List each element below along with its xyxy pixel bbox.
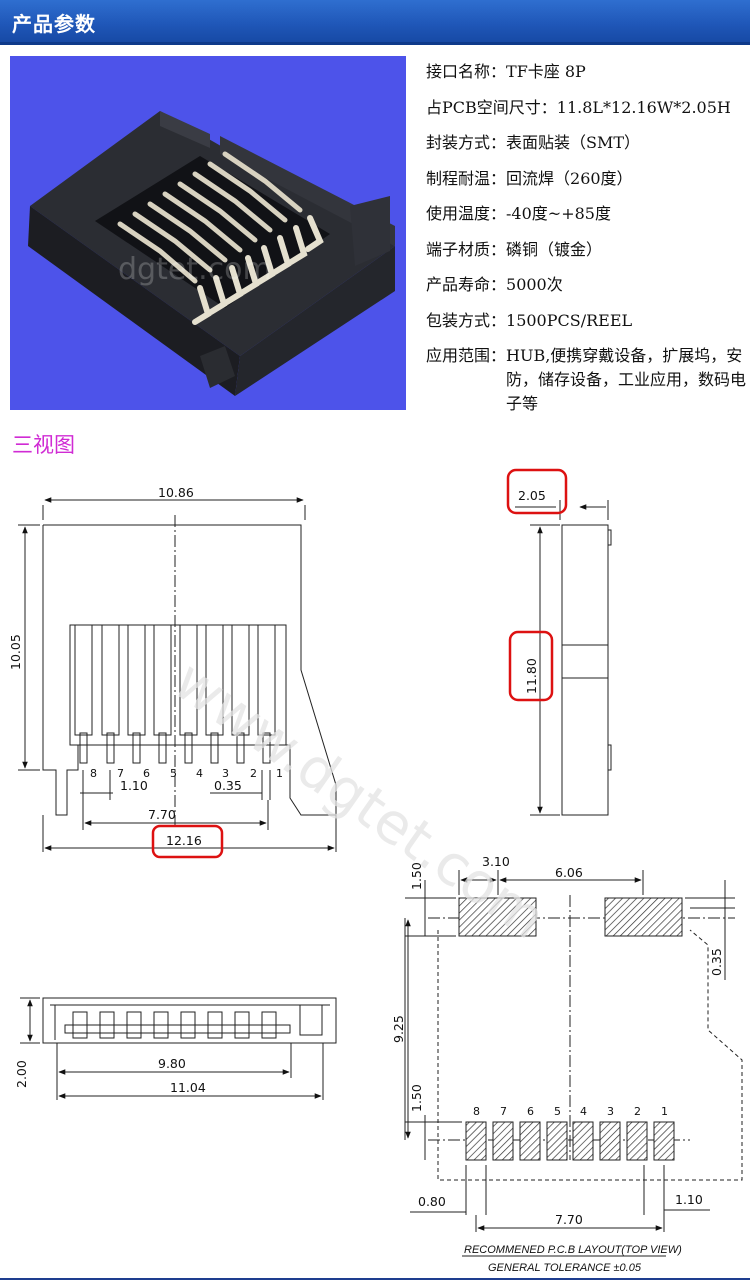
pin-label: 4 — [196, 767, 203, 780]
dim-vertical: 9.25 — [391, 1015, 406, 1043]
technical-drawing: 10.86 10.05 1.10 0.35 7.70 12.16 8 7 6 5… — [8, 468, 743, 1274]
pin-label: 5 — [170, 767, 177, 780]
highlight-overall-width — [151, 824, 224, 859]
drawing-watermark: www.dgtet.com — [162, 648, 557, 952]
pin-label: 3 — [222, 767, 229, 780]
spec-packing: 包装方式：1500PCS/REEL — [426, 310, 633, 330]
pcb-layout-note-title: RECOMMENED P.C.B LAYOUT(TOP VIEW) — [464, 1244, 682, 1256]
dim-pin-pad: 1.50 — [409, 1084, 424, 1112]
dim-height: 10.05 — [8, 634, 23, 670]
top-view-pins — [74, 624, 276, 764]
three-view-title: 三视图 — [12, 433, 75, 457]
spec-interface: 接口名称：TF卡座 8P — [426, 62, 586, 81]
tf-card-socket-image — [28, 111, 395, 396]
side-view — [515, 500, 612, 816]
spec-list: 接口名称：TF卡座 8P 占PCB空间尺寸：11.8L*12.16W*2.05H… — [426, 54, 748, 416]
top-view-pin-labels: 8 7 6 5 4 3 2 1 — [90, 767, 283, 780]
spec-process-temp: 制程耐温：回流焊（260度） — [426, 168, 633, 188]
dim-width: 10.86 — [158, 485, 194, 500]
dim-pad-gap: 3.10 — [482, 854, 510, 869]
pin-label: 7 — [117, 767, 124, 780]
product-photo: dgtet.com — [10, 56, 406, 410]
header-title: 产品参数 — [12, 12, 96, 36]
dim-pad-spacing: 6.06 — [555, 865, 583, 880]
pin-label: 2 — [250, 767, 257, 780]
bottom-divider — [0, 1278, 750, 1280]
dim-pcb-pin-span: 7.70 — [555, 1212, 583, 1227]
dim-pin-span: 7.70 — [148, 807, 176, 822]
top-view — [18, 497, 337, 852]
dim-front-height: 2.00 — [14, 1060, 29, 1088]
spec-terminal-material: 端子材质：磷铜（镀金） — [426, 239, 603, 259]
pin-label: 6 — [143, 767, 150, 780]
pcb-pin-labels: 8 7 6 5 4 3 2 1 — [473, 1105, 668, 1118]
spec-package: 封装方式：表面贴装（SMT） — [426, 133, 641, 152]
pin-label: 6 — [527, 1105, 534, 1118]
pin-label: 8 — [473, 1105, 480, 1118]
spec-lifetime: 产品寿命：5000次 — [426, 275, 563, 294]
dim-pitch: 1.10 — [120, 778, 148, 793]
photo-watermark: dgtet.com — [118, 252, 272, 287]
spec-application: 应用范围：HUB,便携穿戴设备，扩展坞，安防，储存设备，工业应用，数码电子等 — [426, 346, 747, 413]
dim-length: 11.80 — [524, 658, 539, 694]
spec-operating-temp: 使用温度：-40度~+85度 — [426, 204, 611, 223]
dim-pcb-pitch: 1.10 — [675, 1192, 703, 1207]
pcb-layout-note-tolerance: GENERAL TOLERANCE ±0.05 — [488, 1262, 642, 1274]
pin-label: 2 — [634, 1105, 641, 1118]
highlight-thickness — [506, 468, 568, 515]
dim-front-inner: 9.80 — [158, 1056, 186, 1071]
dim-pad-height: 1.50 — [409, 862, 424, 890]
pin-label: 1 — [276, 767, 283, 780]
pin-label: 7 — [500, 1105, 507, 1118]
pcb-layout — [404, 870, 743, 1257]
pin-label: 1 — [661, 1105, 668, 1118]
pin-label: 5 — [554, 1105, 561, 1118]
section-header: 产品参数 — [0, 0, 750, 45]
highlight-length — [508, 630, 554, 702]
dim-overall-width: 12.16 — [166, 833, 202, 848]
pin-label: 4 — [580, 1105, 587, 1118]
front-view — [20, 997, 337, 1100]
spec-pcb-size: 占PCB空间尺寸：11.8L*12.16W*2.05H — [426, 97, 731, 117]
dim-offset: 0.35 — [214, 778, 242, 793]
pin-label: 3 — [607, 1105, 614, 1118]
dim-pin-width: 0.80 — [418, 1194, 446, 1209]
pin-label: 8 — [90, 767, 97, 780]
dim-pcb-offset: 0.35 — [709, 948, 724, 976]
dim-thickness: 2.05 — [518, 488, 546, 503]
dim-front-outer: 11.04 — [170, 1080, 206, 1095]
